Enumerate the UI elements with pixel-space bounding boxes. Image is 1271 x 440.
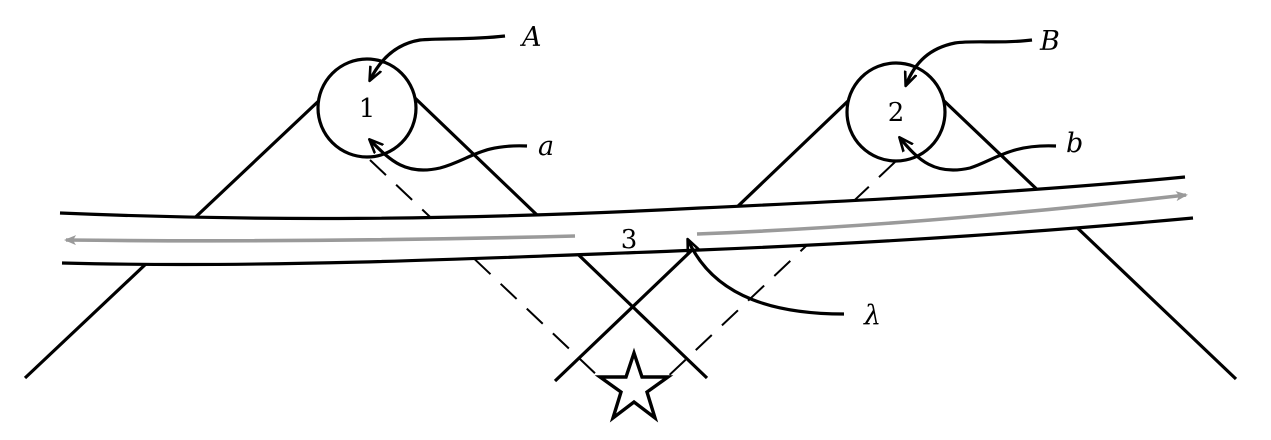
arrow-B: [906, 38, 1033, 85]
tube-bottom-edge: [61, 216, 1194, 267]
label-B: B: [1039, 26, 1060, 57]
arrow-a: [370, 140, 528, 172]
flow-arrow-right: [696, 191, 1188, 236]
arrow-b: [900, 138, 1057, 172]
arrow-A: [370, 34, 506, 80]
circle-1: [316, 57, 418, 159]
star-icon: [594, 347, 674, 423]
tube: [59, 175, 1194, 267]
label-a: a: [538, 131, 554, 162]
flow-arrow-left: [64, 234, 576, 246]
tube-top-edge: [59, 175, 1186, 221]
arrow-lambda: [688, 240, 845, 316]
label-A: A: [519, 22, 542, 53]
node-3-label: 3: [621, 225, 638, 255]
dashed-ray-2: [661, 161, 896, 383]
circle-2: [845, 61, 947, 163]
node-1-label: 1: [359, 94, 376, 124]
label-lambda: λ: [863, 300, 881, 331]
node-2-label: 2: [888, 98, 905, 128]
dashed-ray-1: [369, 159, 601, 379]
label-b: b: [1066, 128, 1083, 159]
